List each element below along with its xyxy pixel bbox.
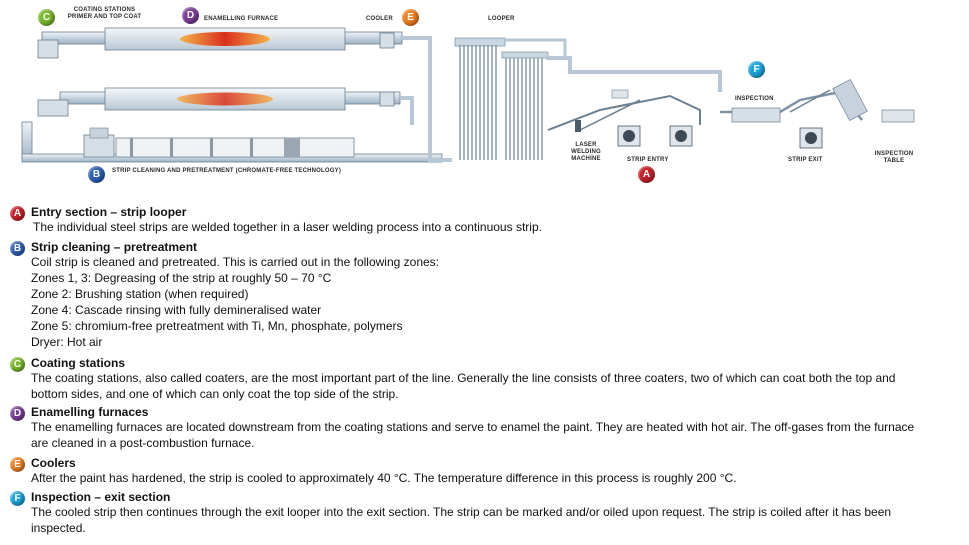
section-b-line-3: Zone 2: Brushing station (when required) xyxy=(31,287,249,301)
label-inspection-table-line1: INSPECTION xyxy=(874,151,914,157)
coil-coating-line-diagram: COATING STATIONS PRIMER AND TOP COAT ENA… xyxy=(0,0,969,190)
label-inspection-table: INSPECTION TABLE xyxy=(872,151,916,165)
section-b-line-4: Zone 4: Cascade rinsing with fully demin… xyxy=(31,303,322,317)
process-line-illustration xyxy=(21,27,915,163)
section-c-line-2: bottom sides, and one of which can only … xyxy=(31,387,399,401)
section-b-line-2: Zones 1, 3: Degreasing of the strip at r… xyxy=(31,271,332,285)
label-inspection-table-line2: TABLE xyxy=(883,158,905,164)
section-d-line-2: are cleaned in a post-combustion furnace… xyxy=(31,436,255,450)
lower-furnace-line xyxy=(37,87,401,117)
entry-section xyxy=(547,89,701,147)
section-c-title: Coating stations xyxy=(31,356,126,370)
label-coating-stations-line2: PRIMER AND TOP COAT xyxy=(67,14,142,20)
label-strip-entry: STRIP ENTRY xyxy=(627,157,669,163)
section-a-line-1: The individual steel strips are welded t… xyxy=(33,220,542,234)
strip-looper xyxy=(454,37,722,160)
label-enamelling-furnace: ENAMELLING FURNACE xyxy=(204,16,279,22)
label-strip-exit: STRIP EXIT xyxy=(788,157,823,163)
label-inspection: INSPECTION xyxy=(735,96,774,102)
label-laser-line2: WELDING xyxy=(571,149,601,155)
exit-section xyxy=(720,78,915,149)
section-e-badge: E xyxy=(10,457,25,472)
exit-coil-stand xyxy=(799,127,823,149)
section-b-line-1: Coil strip is cleaned and pretreated. Th… xyxy=(31,255,439,269)
furnace-flame-upper xyxy=(180,32,270,46)
section-c-line-1: The coating stations, also called coater… xyxy=(31,371,896,385)
section-b-badge: B xyxy=(10,241,25,256)
section-b-title: Strip cleaning – pretreatment xyxy=(31,240,198,254)
section-e-title: Coolers xyxy=(31,456,76,470)
entry-coil-stand-2 xyxy=(669,125,693,147)
section-f-line-2: inspected. xyxy=(31,521,86,535)
diagram-badge-b: B xyxy=(88,166,105,183)
label-strip-cleaning: STRIP CLEANING AND PRETREATMENT (CHROMAT… xyxy=(112,168,342,174)
section-e-line-1: After the paint has hardened, the strip … xyxy=(31,471,737,485)
label-coating-stations-line1: COATING STATIONS xyxy=(73,7,136,13)
diagram-badge-d: D xyxy=(182,7,199,24)
section-d-line-1: The enamelling furnaces are located down… xyxy=(31,420,915,434)
upper-furnace-line xyxy=(37,27,403,59)
diagram-badge-c: C xyxy=(38,9,55,26)
section-f-badge: F xyxy=(10,491,25,506)
diagram-badge-e: E xyxy=(402,9,419,26)
label-laser-line1: LASER xyxy=(575,142,597,148)
inspection-table xyxy=(881,109,915,123)
diagram-badge-f: F xyxy=(748,61,765,78)
section-c-badge: C xyxy=(10,357,25,372)
label-coating-stations: COATING STATIONS PRIMER AND TOP COAT xyxy=(67,7,142,21)
section-b-line-6: Dryer: Hot air xyxy=(31,335,103,349)
section-a-badge: A xyxy=(10,206,25,221)
section-a-title: Entry section – strip looper xyxy=(31,205,187,219)
label-looper: LOOPER xyxy=(488,16,515,22)
section-f-title: Inspection – exit section xyxy=(31,490,171,504)
label-laser-welding-machine: LASER WELDING MACHINE xyxy=(568,142,604,163)
label-cooler: COOLER xyxy=(366,16,393,22)
section-d-title: Enamelling furnaces xyxy=(31,405,149,419)
section-d-badge: D xyxy=(10,406,25,421)
furnace-flame-lower xyxy=(177,92,273,106)
section-b-line-5: Zone 5: chromium-free pretreatment with … xyxy=(31,319,403,333)
diagram-badge-a: A xyxy=(638,166,655,183)
cleaning-pretreatment-tanks xyxy=(21,121,443,163)
entry-coil-stand-1 xyxy=(617,125,641,147)
label-laser-line3: MACHINE xyxy=(571,156,601,162)
section-f-line-1: The cooled strip then continues through … xyxy=(31,505,892,519)
